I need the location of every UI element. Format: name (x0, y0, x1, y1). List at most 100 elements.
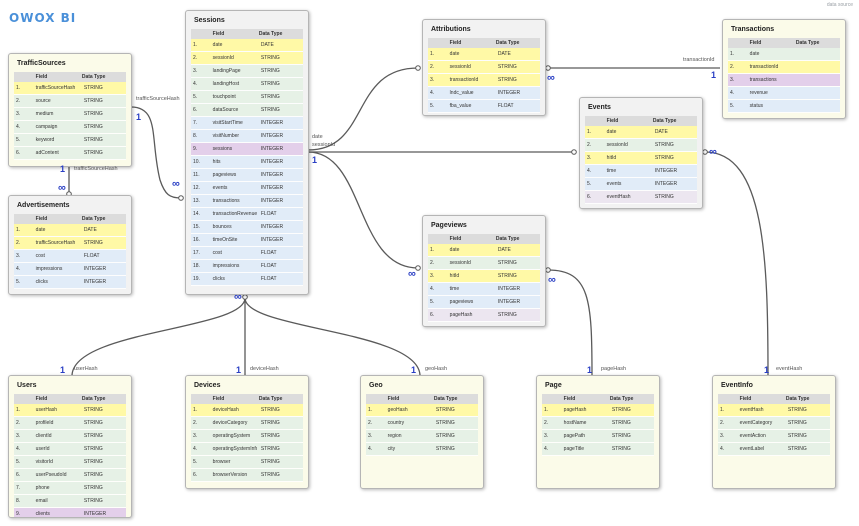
row-index: 1. (728, 48, 748, 61)
data-type: STRING (79, 133, 126, 147)
field-name: visitorId (33, 455, 80, 469)
field-name: date (604, 126, 651, 139)
data-type: STRING (256, 468, 303, 482)
header-index (366, 394, 386, 404)
data-source-label: data source (826, 2, 853, 8)
data-type: STRING (79, 120, 126, 134)
row-index: 6. (14, 468, 34, 482)
connector-pageviews-left (415, 265, 421, 271)
row-index: 1. (542, 404, 562, 417)
header-field: Field (747, 38, 794, 48)
row-index: 2. (428, 256, 448, 270)
data-type: STRING (493, 308, 540, 322)
field-name: eventCategory (737, 416, 784, 430)
row-index: 3. (14, 249, 34, 263)
entity-title: Events (588, 104, 611, 111)
row-index: 2. (366, 416, 386, 430)
card-ts-ads-from: 1 (60, 164, 66, 174)
data-type: INTEGER (493, 282, 540, 296)
field-name: status (747, 99, 794, 113)
data-type: INTEGER (256, 129, 303, 143)
field-name: date (210, 39, 257, 52)
row-index: 2. (14, 94, 34, 108)
data-type: STRING (256, 64, 303, 78)
data-type: STRING (650, 151, 697, 165)
field-name: operatingSystemInfo (210, 442, 257, 456)
field-name: touchpoint (210, 90, 257, 104)
field-name: deviceHash (210, 404, 257, 417)
data-type: STRING (256, 90, 303, 104)
edge-label-ts-ads: trafficSourceHash (74, 166, 118, 172)
table-row: 2.transactionId (728, 60, 840, 74)
connector-sessions-left (178, 195, 184, 201)
card-events-eventinfo-from: ∞ (709, 146, 717, 158)
data-type: FLOAT (256, 246, 303, 260)
row-index: 2. (728, 60, 748, 74)
connector-pageviews-right (545, 267, 551, 273)
row-index: 3. (585, 151, 605, 165)
field-name: trafficSourceHash (33, 236, 80, 250)
field-name: medium (33, 107, 80, 121)
data-type: INTEGER (256, 142, 303, 156)
field-name: eventHash (737, 404, 784, 417)
row-index: 3. (428, 269, 448, 283)
field-name: keyword (33, 133, 80, 147)
row-index: 4. (191, 77, 211, 91)
data-type: STRING (607, 442, 654, 456)
row-index: 3. (542, 429, 562, 443)
field-name: date (447, 48, 494, 61)
row-index: 4. (585, 164, 605, 178)
card-events-eventinfo-to: 1 (764, 365, 770, 375)
data-type: STRING (650, 190, 697, 204)
row-index: 2. (14, 236, 34, 250)
data-type: STRING (650, 138, 697, 152)
field-name: landingPage (210, 64, 257, 78)
row-index: 14. (191, 207, 211, 221)
data-type: STRING (493, 256, 540, 270)
header-index (14, 72, 34, 82)
data-type: FLOAT (256, 259, 303, 273)
field-name: transactions (747, 73, 794, 87)
data-type: STRING (493, 269, 540, 283)
data-type: DATE (256, 39, 303, 52)
field-name: clientId (33, 429, 80, 443)
data-type: STRING (79, 146, 126, 160)
row-index: 4. (191, 442, 211, 456)
header-index (718, 394, 738, 404)
field-name: transactionId (747, 60, 794, 74)
header-data-type: Data Type (783, 394, 830, 404)
data-type: INTEGER (493, 86, 540, 100)
data-type: STRING (783, 404, 830, 417)
row-index: 3. (428, 73, 448, 87)
field-name: userId (33, 442, 80, 456)
entity-title: TrafficSources (17, 60, 66, 67)
data-type: FLOAT (493, 99, 540, 113)
header-field: Field (604, 116, 651, 126)
field-name: browser (210, 455, 257, 469)
data-type: DATE (79, 224, 126, 237)
